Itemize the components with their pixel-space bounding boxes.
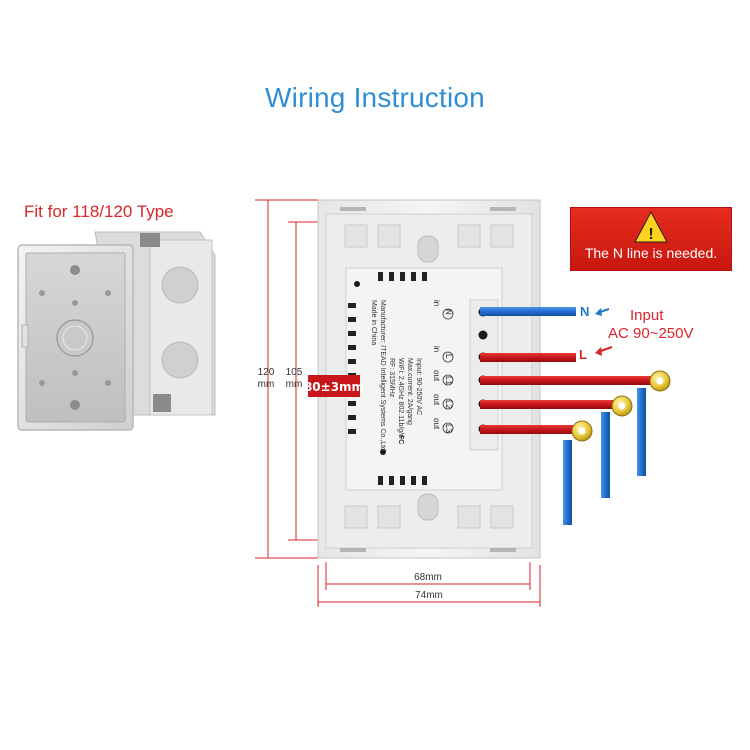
page-title: Wiring Instruction	[265, 82, 485, 113]
wires	[480, 307, 656, 525]
terminal-lugs	[571, 370, 671, 442]
module-current: Max.current: 2A/gang	[406, 358, 413, 425]
module-manufacturer: Manufacturer: ITEAD Intelligent Systems …	[379, 300, 386, 451]
fc-mark: FC	[397, 435, 404, 444]
terminal-out-1: out	[432, 370, 441, 382]
warning-symbol: !	[648, 226, 653, 243]
terminal-out-3: out	[432, 418, 441, 430]
module-made-in: Made in China	[370, 300, 377, 345]
warning-box: ! The N line is needed.	[570, 207, 732, 271]
dim-height-outer-value: 120	[258, 367, 275, 378]
dim-height-outer-unit: mm	[258, 379, 275, 390]
terminal-name-l2: L2	[444, 400, 453, 409]
dim-height-inner-unit: mm	[286, 379, 303, 390]
terminal-names: N L L1 L2 L3	[444, 309, 453, 433]
module-input-spec: Input: 90-250V AC	[415, 358, 422, 415]
input-label: Input	[630, 307, 664, 324]
line-arrow-icon	[595, 346, 613, 356]
terminal-circles	[442, 308, 454, 434]
dim-height-inner-value: 105	[286, 367, 303, 378]
mounting-box-image	[17, 231, 216, 431]
module-wifi: WiFi: 2.4GHz 802.11b/g/n	[397, 358, 404, 438]
warning-text: The N line is needed.	[584, 245, 718, 261]
terminal-in-l: in	[432, 346, 441, 352]
fit-type-label: Fit for 118/120 Type	[24, 202, 174, 221]
control-module	[345, 267, 503, 491]
module-height-label: 80±3mm	[304, 380, 364, 394]
module-rf: RF: 315MHz	[388, 358, 395, 398]
dim-width-outer: 74mm	[415, 590, 443, 601]
warning-triangle-icon: !	[634, 210, 668, 243]
terminal-name-n: N	[444, 309, 453, 315]
neutral-label: N	[580, 304, 589, 319]
terminal-name-l: L	[444, 354, 453, 359]
terminal-name-l3: L3	[444, 424, 453, 433]
module-label-text: Made in China Manufacturer: ITEAD Intell…	[370, 300, 422, 451]
terminal-in-n: in	[432, 300, 441, 306]
terminal-labels: in in out out out	[432, 300, 441, 430]
neutral-arrow-icon	[595, 308, 610, 316]
dim-width-inner: 68mm	[414, 572, 442, 583]
input-voltage: AC 90~250V	[608, 325, 693, 342]
line-label: L	[579, 347, 587, 362]
module-height-badge	[308, 375, 360, 397]
terminal-name-l1: L1	[444, 376, 453, 385]
terminal-out-2: out	[432, 394, 441, 406]
